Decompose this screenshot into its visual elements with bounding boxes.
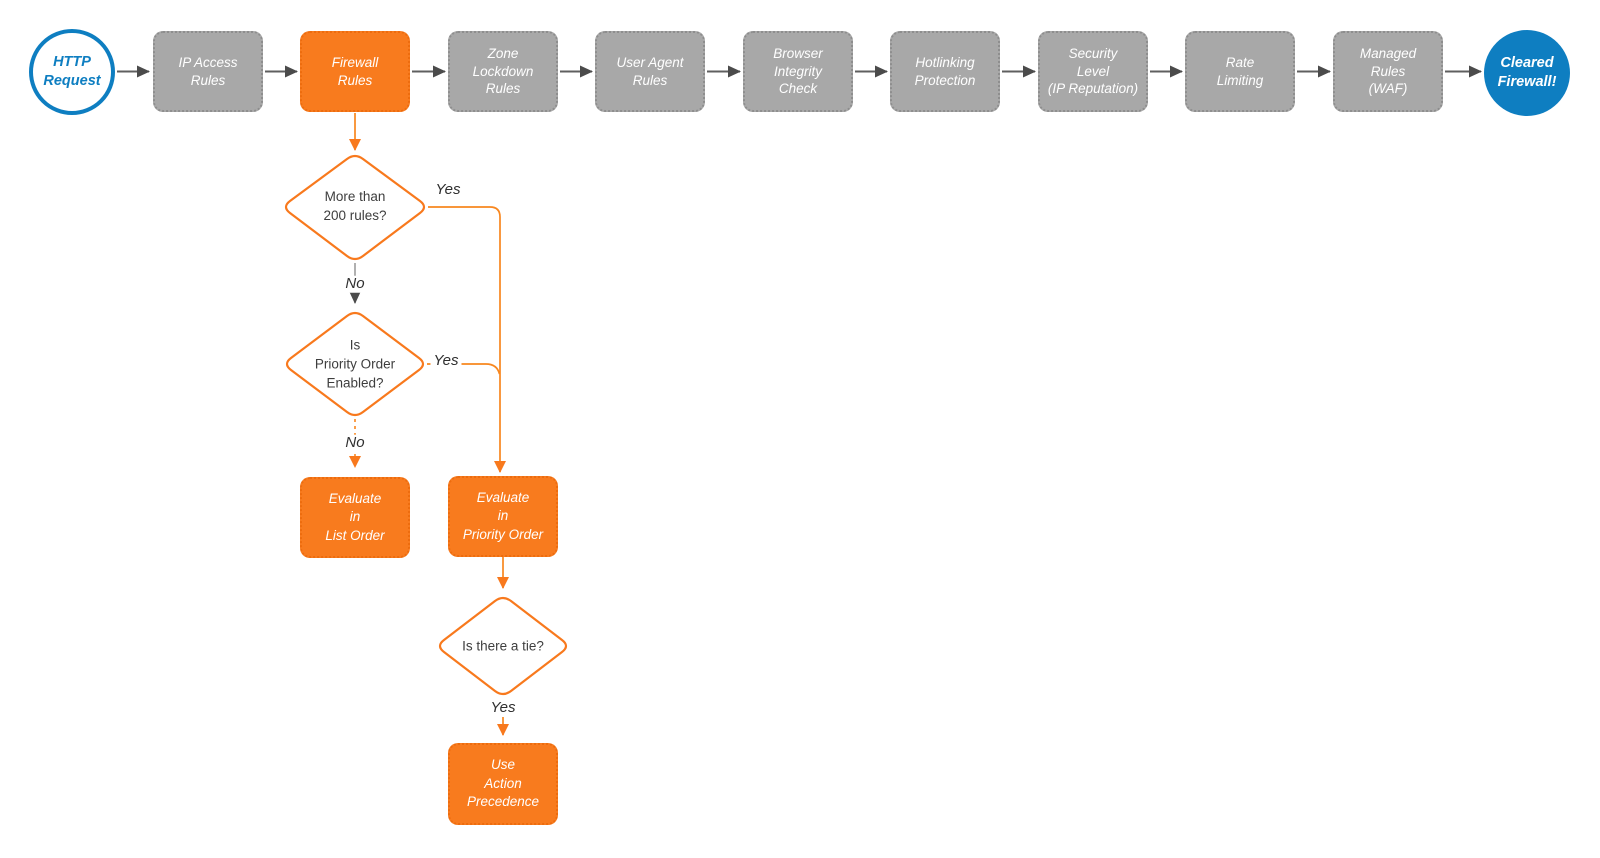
node-http-request: HTTP Request [29,29,115,115]
decision-more-than-200-rules [284,154,426,261]
node-evaluate-priority-order: Evaluate in Priority Order [448,476,558,557]
node-zone-lockdown-rules-label: Zone Lockdown Rules [472,45,534,97]
node-http-request-label: HTTP Request [43,54,101,89]
node-firewall-rules-label: Firewall Rules [331,54,379,88]
node-cleared-firewall-label: Cleared Firewall! [1497,55,1557,90]
node-cleared-firewall: Cleared Firewall! [1484,30,1570,116]
node-use-action-precedence: Use Action Precedence [448,743,558,825]
node-security-level-label: Security Level (IP Reputation) [1047,45,1139,97]
label-no-more-than-200: No [342,275,368,293]
label-yes-tie: Yes [487,699,519,717]
node-security-level: Security Level (IP Reputation) [1038,31,1148,112]
node-evaluate-priority-order-label: Evaluate in Priority Order [462,489,544,542]
node-browser-integrity-check: Browser Integrity Check [743,31,853,112]
node-managed-rules-waf-label: Managed Rules (WAF) [1359,45,1417,97]
node-use-action-precedence-label: Use Action Precedence [466,757,540,810]
node-evaluate-list-order: Evaluate in List Order [300,477,410,558]
node-hotlinking-protection: Hotlinking Protection [890,31,1000,112]
node-zone-lockdown-rules: Zone Lockdown Rules [448,31,558,112]
decision-more-than-200-rules-text: More than 200 rules? [323,188,387,223]
edge-yes-priority-enabled-join [427,363,501,375]
node-rate-limiting-label: Rate Limiting [1216,54,1264,88]
label-no-priority-enabled: No [342,434,368,452]
decision-is-there-a-tie [438,596,568,696]
node-managed-rules-waf: Managed Rules (WAF) [1333,31,1443,112]
node-user-agent-rules: User Agent Rules [595,31,705,112]
decision-is-there-a-tie-text: Is there a tie? [462,638,544,654]
node-evaluate-list-order-label: Evaluate in List Order [325,490,385,543]
node-hotlinking-protection-label: Hotlinking Protection [914,54,976,88]
edge-yes-200-to-priority-order [428,206,506,473]
node-rate-limiting: Rate Limiting [1185,31,1295,112]
decision-priority-order-enabled [285,311,425,417]
node-browser-integrity-check-label: Browser Integrity Check [773,45,823,97]
node-user-agent-rules-label: User Agent Rules [616,54,684,88]
decision-priority-order-enabled-text: Is Priority Order Enabled? [314,337,396,391]
node-ip-access-rules-label: IP Access Rules [178,54,238,88]
node-firewall-rules: Firewall Rules [300,31,410,112]
label-yes-more-than-200: Yes [432,181,464,199]
label-yes-priority-enabled: Yes [430,352,462,370]
node-ip-access-rules: IP Access Rules [153,31,263,112]
